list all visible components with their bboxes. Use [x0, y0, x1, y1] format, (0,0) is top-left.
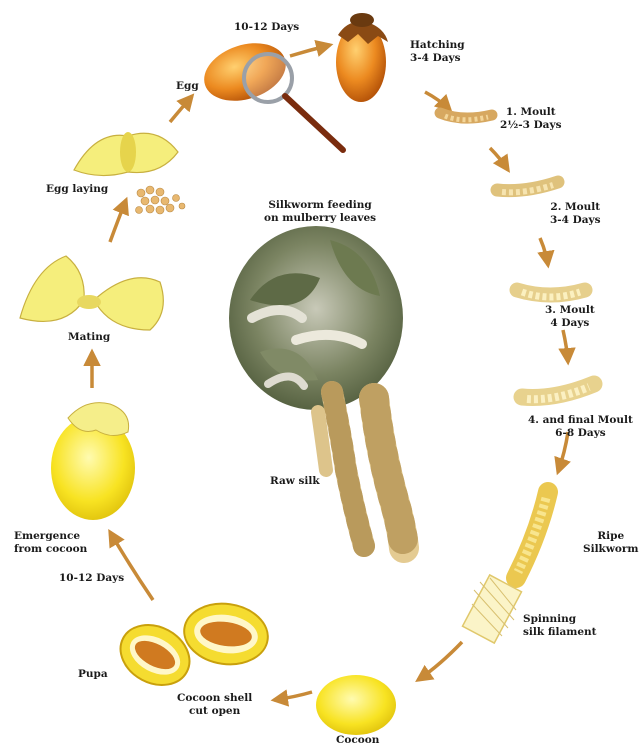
larva-moult-3	[517, 290, 585, 297]
larva-moult-2	[497, 182, 558, 192]
label-moult-1: 1. Moult 2½-3 Days	[500, 106, 562, 132]
label-cocoon-cut-open: Cocoon shell cut open	[177, 692, 252, 718]
label-egg: Egg	[176, 80, 199, 93]
ripe-silkworm	[516, 492, 548, 578]
arrow-pupa-to-emergence	[110, 532, 153, 600]
cocoon-illustration	[316, 675, 396, 735]
arrow-moult2-to-moult3	[540, 238, 548, 265]
center-feeding-photo	[229, 226, 403, 410]
label-mating: Mating	[68, 331, 110, 344]
mating-moths-illustration	[20, 256, 163, 330]
label-spinning: Spinning silk filament	[523, 613, 597, 639]
label-ripe-silkworm: Ripe Silkworm	[583, 530, 639, 556]
larva-moult-1	[440, 113, 492, 120]
arrow-spinning-to-cocoon	[418, 642, 462, 680]
label-raw-silk: Raw silk	[270, 475, 320, 488]
label-pupa: Pupa	[78, 668, 108, 681]
label-emergence: Emergence from cocoon	[14, 530, 87, 556]
arrow-mating-to-egglaying	[110, 200, 126, 242]
label-silkworm-feeding: Silkworm feeding on mulberry leaves	[264, 199, 376, 225]
label-10-12-days-top: 10-12 Days	[234, 21, 299, 34]
arrow-moult3-to-moult4	[563, 330, 568, 362]
arrow-moult1-to-moult2	[490, 148, 508, 170]
label-10-12-days-bottom: 10-12 Days	[59, 572, 124, 585]
egg-illustration	[197, 33, 343, 150]
arrow-egglaying-to-egg	[170, 96, 192, 122]
hatching-egg-illustration	[336, 13, 388, 102]
arrow-egg-to-hatch	[290, 45, 330, 56]
magnifying-glass-icon	[244, 54, 343, 150]
label-moult-3: 3. Moult 4 Days	[545, 304, 595, 330]
larva-moult-4	[522, 384, 594, 399]
label-hatching: Hatching 3-4 Days	[410, 39, 465, 65]
label-moult-4: 4. and final Moult 6-8 Days	[528, 414, 633, 440]
arrow-cocoon-to-cut	[274, 692, 312, 700]
cocoon-shell-cut-open	[110, 598, 272, 696]
egg-cluster	[136, 186, 186, 214]
label-cocoon: Cocoon	[336, 734, 379, 747]
arrow-hatch-to-moult1	[425, 92, 450, 110]
raw-silk-skeins	[318, 392, 404, 548]
label-egg-laying: Egg laying	[46, 183, 108, 196]
egg-laying-moth-illustration	[74, 132, 178, 176]
label-moult-2: 2. Moult 3-4 Days	[550, 201, 601, 227]
emergence-moth-illustration	[51, 403, 135, 520]
